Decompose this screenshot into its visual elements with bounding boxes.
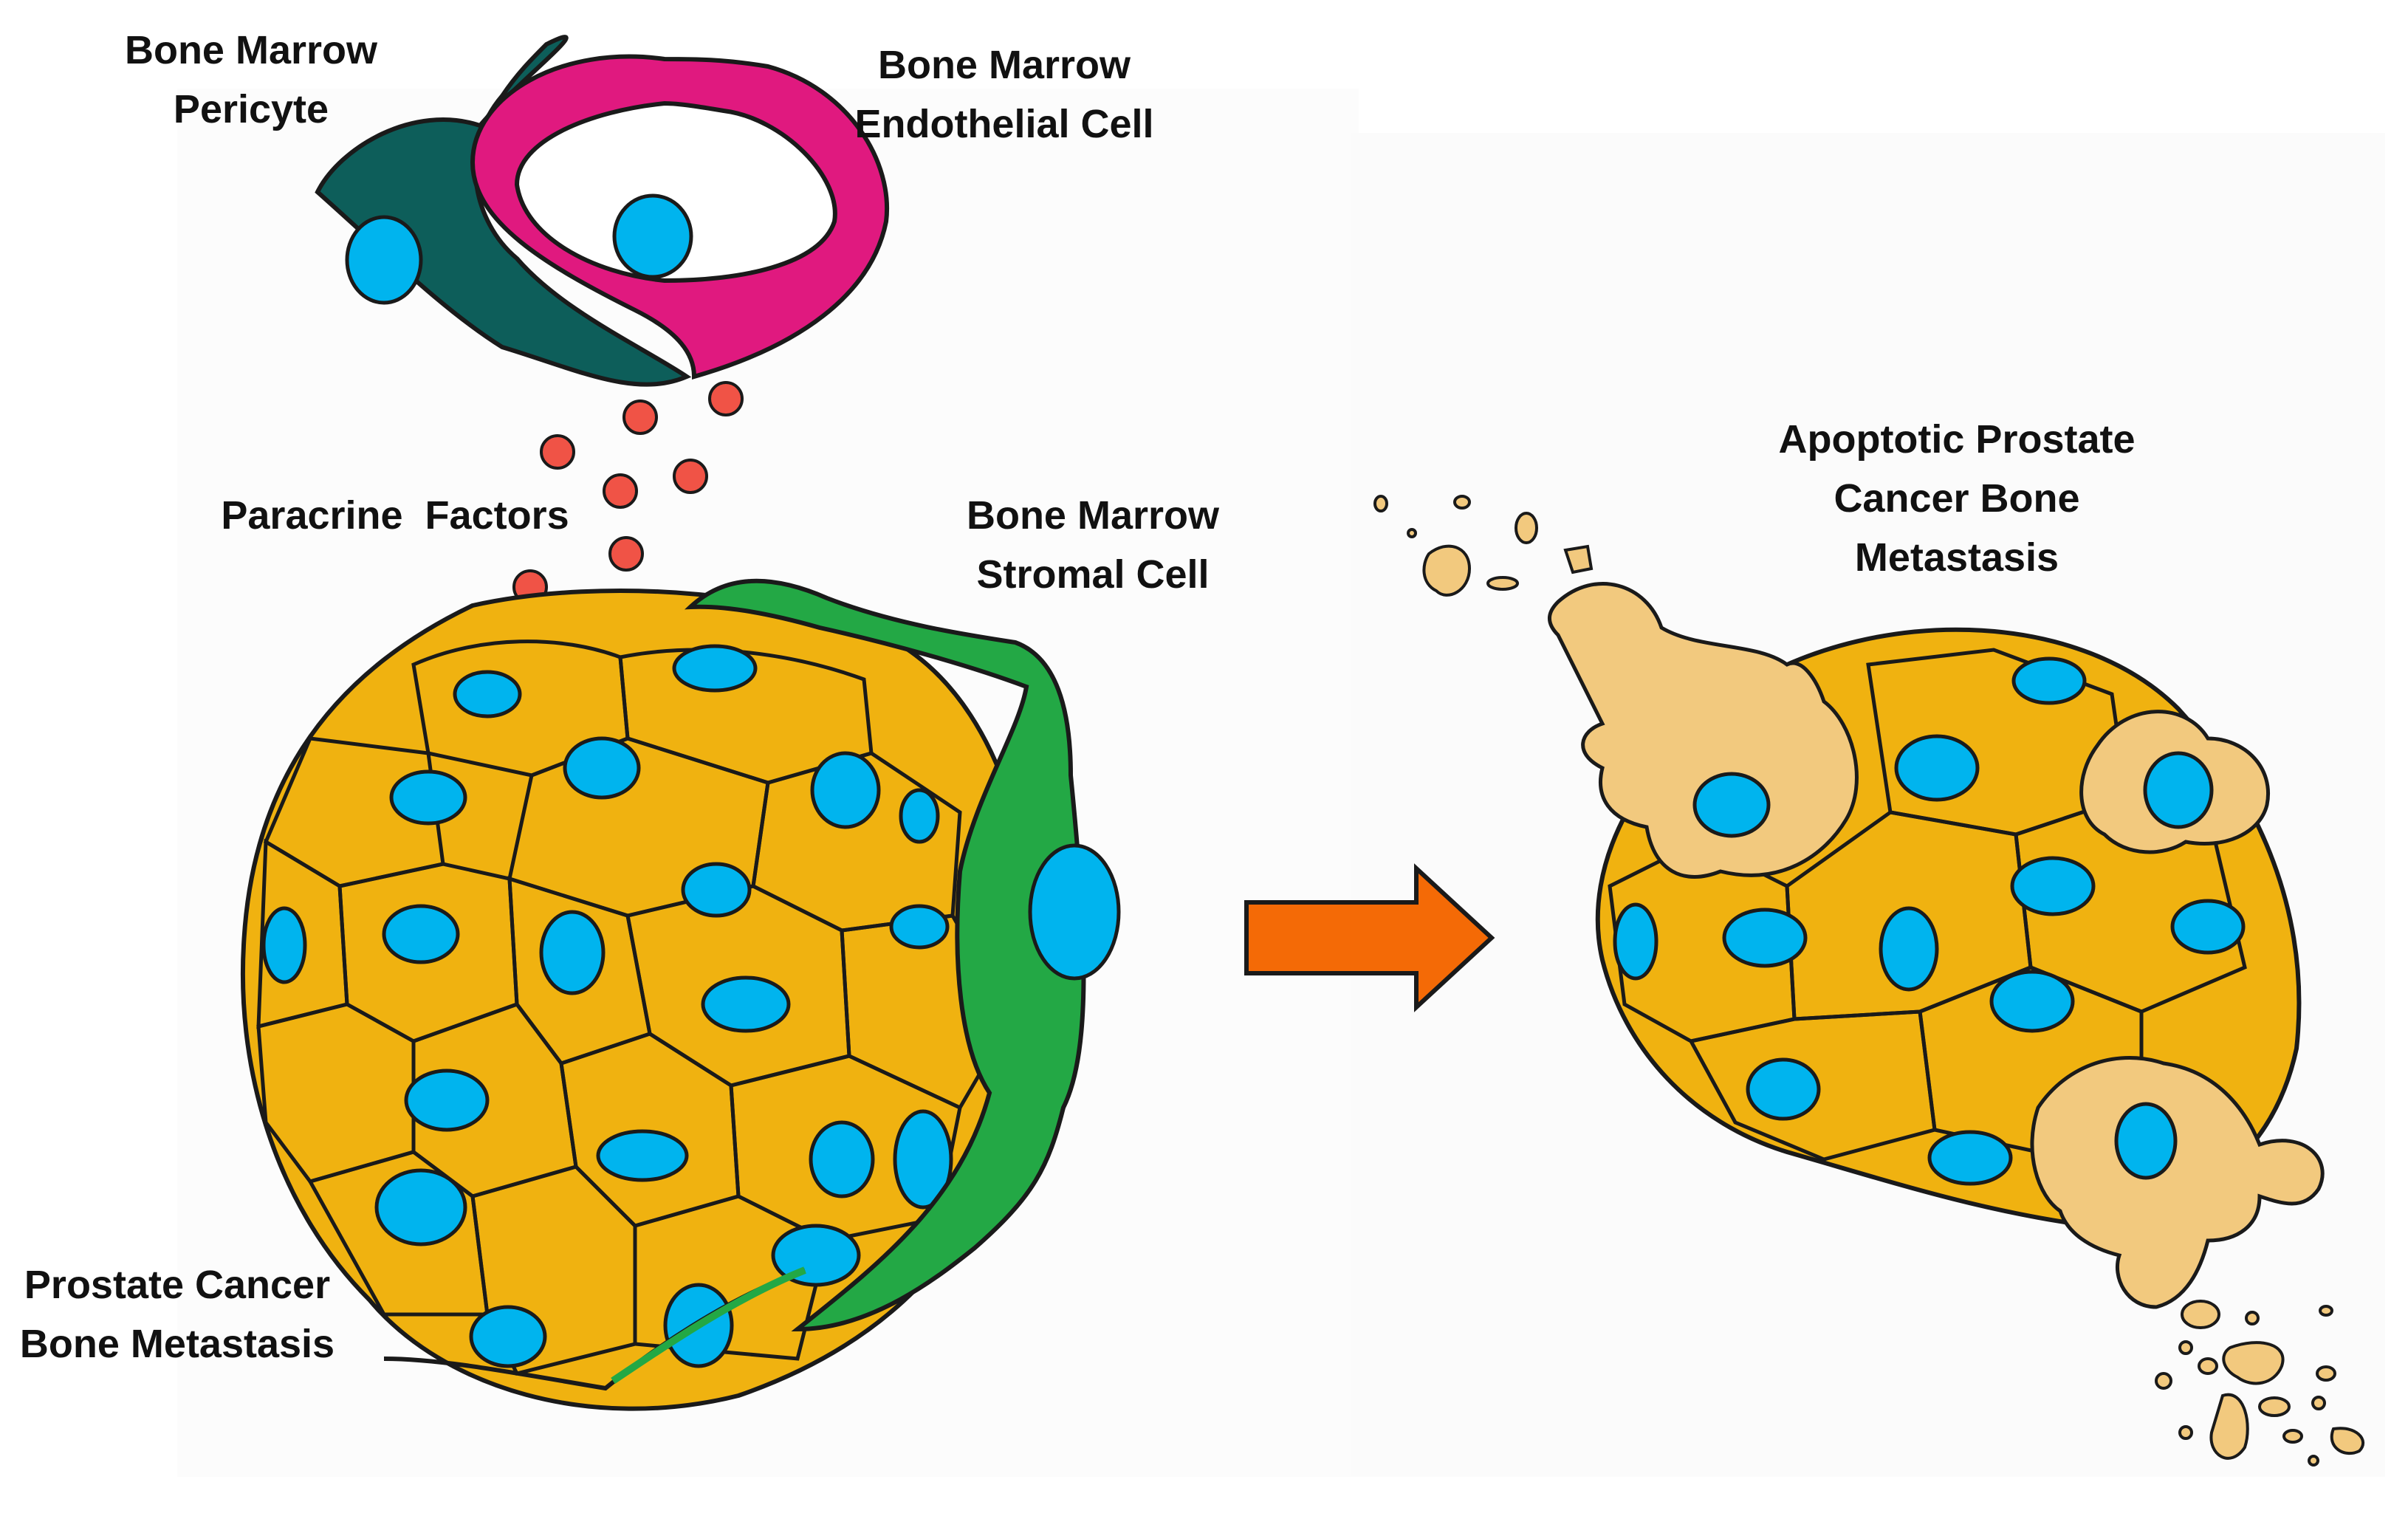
cancer-nucleus xyxy=(469,1305,547,1368)
apoptotic-cluster-nucleus xyxy=(1879,906,1939,992)
paracrine-dot xyxy=(622,399,658,435)
cancer-nucleus xyxy=(453,670,522,718)
label-stromal-line1: Bone Marrow xyxy=(966,493,1220,538)
cancer-nucleus xyxy=(382,904,460,964)
label-apoptotic-line2: Cancer Bone xyxy=(1834,476,2080,521)
apoptotic-nucleus xyxy=(2143,751,2214,829)
apoptotic-fragments xyxy=(1373,495,2365,1467)
tumor-cluster xyxy=(240,589,1035,1411)
label-paracrine-line1: Paracrine Factors xyxy=(221,493,569,538)
label-apoptotic-line3: Metastasis xyxy=(1854,535,2059,580)
apoptotic-cluster-nucleus xyxy=(1989,970,2075,1033)
label-prostate-metastasis: Prostate Cancer Bone Metastasis xyxy=(0,1255,354,1373)
endothelial-nucleus xyxy=(612,193,693,279)
paracrine-dot xyxy=(708,381,744,416)
apoptotic-nucleus xyxy=(2114,1102,2178,1180)
cancer-nucleus xyxy=(261,906,307,984)
cancer-nucleus xyxy=(539,910,606,995)
apoptotic-cluster-nucleus xyxy=(1613,902,1658,981)
cancer-nucleus xyxy=(596,1129,689,1182)
label-stromal: Bone Marrow Stromal Cell xyxy=(938,486,1248,604)
apoptotic-cluster-nucleus xyxy=(2011,656,2087,705)
cancer-nucleus xyxy=(672,644,758,693)
apoptotic-cluster-nucleus xyxy=(1927,1130,2013,1186)
cancer-nucleus xyxy=(389,769,467,826)
label-metastasis-line2: Bone Metastasis xyxy=(19,1322,335,1366)
cancer-nucleus xyxy=(889,904,950,950)
apoptotic-cluster-nucleus xyxy=(1722,908,1808,968)
cancer-nucleus xyxy=(899,788,940,844)
label-apoptotic: Apoptotic Prostate Cancer Bone Metastasi… xyxy=(1750,410,2164,587)
apoptotic-cluster-nucleus xyxy=(2170,899,2246,955)
apoptotic-cluster xyxy=(1373,495,2365,1467)
label-stromal-line2: Stromal Cell xyxy=(976,552,1210,597)
apoptotic-cluster-nucleus xyxy=(1746,1057,1821,1121)
label-pericyte-line1: Bone Marrow xyxy=(124,28,378,72)
label-endothelial-line2: Endothelial Cell xyxy=(854,102,1154,146)
cancer-nucleus xyxy=(893,1109,953,1210)
pericyte-nucleus xyxy=(345,215,423,305)
label-pericyte: Bone Marrow Pericyte xyxy=(96,21,406,139)
cancer-nucleus xyxy=(809,1120,875,1198)
endothelial-cell xyxy=(470,54,890,380)
cancer-nucleus xyxy=(374,1168,467,1246)
stromal-nucleus xyxy=(1028,843,1121,981)
cancer-nucleus xyxy=(701,975,791,1033)
cancer-nucleus xyxy=(771,1224,861,1287)
label-endothelial-line1: Bone Marrow xyxy=(877,43,1131,87)
apoptotic-cell-top xyxy=(1548,582,1859,879)
label-paracrine-factors: Paracrine Factors xyxy=(210,486,580,545)
label-metastasis-line1: Prostate Cancer xyxy=(24,1263,331,1307)
paracrine-dot xyxy=(603,473,638,509)
apoptotic-nucleus xyxy=(1692,772,1771,838)
apoptotic-cluster-nucleus xyxy=(1894,734,1980,802)
paracrine-dot xyxy=(608,536,644,572)
paracrine-dot xyxy=(673,459,708,494)
pericyte-cell xyxy=(315,35,692,387)
label-pericyte-line2: Pericyte xyxy=(173,87,329,131)
stromal-cell xyxy=(383,578,1121,1391)
cancer-nucleus xyxy=(404,1069,490,1132)
label-apoptotic-line1: Apoptotic Prostate xyxy=(1778,417,2136,462)
label-endothelial: Bone Marrow Endothelial Cell xyxy=(834,35,1174,154)
apoptotic-cluster-nucleus xyxy=(2010,856,2096,916)
cancer-nucleus xyxy=(563,736,641,800)
right-arrow-icon xyxy=(1244,863,1495,1012)
cancer-nucleus xyxy=(810,751,881,829)
paracrine-dot xyxy=(540,434,575,470)
apoptotic-cell-bottom xyxy=(2030,1056,2325,1309)
cancer-nucleus xyxy=(681,862,752,918)
